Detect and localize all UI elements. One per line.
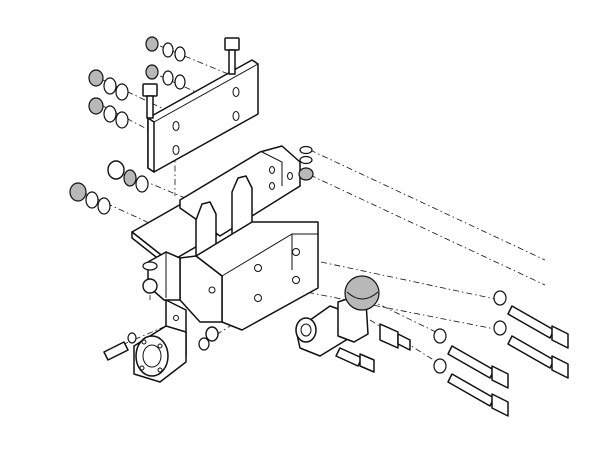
nut-washer-4: [88, 97, 129, 129]
main-bracket: [131, 145, 319, 331]
short-bolt-3: [103, 332, 137, 361]
washer-bolt-right-1: [493, 290, 569, 349]
washer-bolt-right-3: [433, 328, 509, 389]
washer-bolt-right-4: [433, 358, 509, 417]
hardware-nuts-washers-left: [69, 36, 314, 351]
nut-washer-5: [107, 160, 149, 193]
hardware-long-bolts-right: [433, 290, 569, 417]
nut-washer-6: [69, 182, 111, 215]
vertical-bolt-1: [224, 37, 240, 75]
vertical-bolt-2: [142, 83, 158, 119]
nut-washer-2: [145, 64, 186, 90]
washer-bolt-right-2: [493, 320, 569, 379]
nut-washer-1: [145, 36, 186, 62]
short-bolt-2: [335, 347, 375, 373]
nut-washer-3: [88, 69, 129, 101]
socket-plate: [133, 299, 187, 383]
nut-washer-9: [298, 145, 314, 181]
short-bolt-1: [379, 323, 411, 351]
hardware-vertical-bolts: [142, 37, 240, 119]
nut-washer-8: [198, 326, 219, 351]
nut-washer-7: [142, 261, 158, 294]
hardware-short-bolts: [103, 323, 411, 373]
tow-ball: [295, 275, 380, 357]
upper-mounting-plate: [147, 59, 259, 173]
